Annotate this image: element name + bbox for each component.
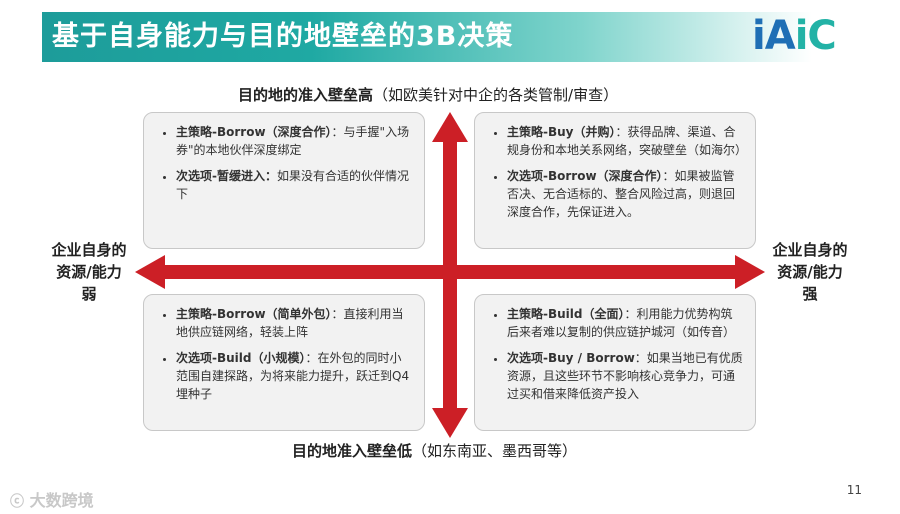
- strategy-text: ：如果被监管否决、无合适标的、整合风险过高，则退回深度合作，先保证进入。: [507, 169, 736, 219]
- strategy-item: 主策略-Borrow（简单外包）：直接利用当地供应链网络，轻装上阵: [176, 305, 412, 341]
- watermark-text: 大数跨境: [29, 491, 94, 510]
- bottom-axis-label: 目的地准入壁垒低（如东南亚、墨西哥等）: [292, 440, 577, 461]
- strategy-item: 次选项-Build（小规模）：在外包的同时小范围自建探路，为将来能力提升，跃迁到…: [176, 349, 412, 403]
- strategy-text: ：在外包的同时小范围自建探路，为将来能力提升，跃迁到Q4埋种子: [176, 351, 410, 401]
- watermark-icon: ⓒ: [10, 494, 24, 510]
- bottom-axis-bold: 目的地准入壁垒低: [292, 442, 413, 460]
- right-axis-line2: 资源/能力: [777, 263, 843, 281]
- title-bar: [42, 12, 812, 62]
- page-title: 基于自身能力与目的地壁垒的3B决策: [52, 21, 514, 52]
- strategy-item: 主策略-Build（全面）：利用能力优势构筑后来者难以复制的供应链护城河（如传音…: [507, 305, 743, 341]
- strategy-lead: 次选项-Borrow（深度合作）: [507, 169, 663, 183]
- left-axis-line2: 资源/能力: [56, 263, 122, 281]
- top-axis-note: （如欧美针对中企的各类管制/审查）: [373, 86, 619, 104]
- strategy-text: ：直接利用当地供应链网络，轻装上阵: [176, 307, 404, 339]
- right-axis-line1: 企业自身的: [772, 241, 848, 259]
- strategy-text: ：利用能力优势构筑后来者难以复制的供应链护城河（如传音）: [507, 307, 736, 339]
- right-axis-line3: 强: [802, 285, 818, 303]
- top-axis-bold: 目的地的准入壁垒高: [238, 86, 374, 104]
- strategy-text: 如果没有合适的伙伴情况下: [176, 169, 409, 201]
- left-axis-line3: 弱: [81, 285, 97, 303]
- strategy-item: 主策略-Borrow（深度合作）：与手握"入场券"的本地伙伴深度绑定: [176, 123, 412, 159]
- quadrant-bottom-right: 主策略-Build（全面）：利用能力优势构筑后来者难以复制的供应链护城河（如传音…: [474, 294, 756, 431]
- strategy-lead: 次选项-Build（小规模）: [176, 351, 306, 365]
- quadrant-top-left: 主策略-Borrow（深度合作）：与手握"入场券"的本地伙伴深度绑定 次选项-暂…: [143, 112, 425, 249]
- logo-text: iAiC: [752, 13, 837, 59]
- strategy-text: ：获得品牌、渠道、合规身份和本地关系网络，突破壁垒（如海尔）: [507, 125, 748, 157]
- left-axis-line1: 企业自身的: [51, 241, 127, 259]
- strategy-lead: 主策略-Buy（并购）: [507, 125, 616, 139]
- iaic-logo: iAiC: [752, 14, 862, 58]
- horizontal-axis-bar: [162, 265, 740, 279]
- page-number: 11: [846, 483, 862, 497]
- quadrant-top-right: 主策略-Buy（并购）：获得品牌、渠道、合规身份和本地关系网络，突破壁垒（如海尔…: [474, 112, 756, 249]
- strategy-lead: 次选项-暂缓进入：: [176, 169, 277, 183]
- left-axis-label: 企业自身的 资源/能力 弱: [44, 239, 134, 305]
- strategy-text: ：与手握"入场券"的本地伙伴深度绑定: [176, 125, 410, 157]
- left-arrowhead: [135, 255, 165, 289]
- strategy-item: 次选项-Borrow（深度合作）：如果被监管否决、无合适标的、整合风险过高，则退…: [507, 167, 743, 221]
- quadrant-bottom-left: 主策略-Borrow（简单外包）：直接利用当地供应链网络，轻装上阵 次选项-Bu…: [143, 294, 425, 431]
- right-axis-label: 企业自身的 资源/能力 强: [765, 239, 855, 305]
- strategy-lead: 主策略-Build（全面）: [507, 307, 625, 321]
- bottom-axis-note: （如东南亚、墨西哥等）: [412, 442, 578, 460]
- right-arrowhead: [735, 255, 765, 289]
- up-arrowhead: [432, 112, 468, 142]
- strategy-item: 次选项-Buy / Borrow：如果当地已有优质资源，且这些环节不影响核心竞争…: [507, 349, 743, 403]
- strategy-lead: 主策略-Borrow（简单外包）: [176, 307, 332, 321]
- down-arrowhead: [432, 408, 468, 438]
- strategy-text: ：如果当地已有优质资源，且这些环节不影响核心竞争力，可通过买和借来降低资产投入: [507, 351, 743, 401]
- top-axis-label: 目的地的准入壁垒高（如欧美针对中企的各类管制/审查）: [238, 84, 618, 105]
- watermark: ⓒ 大数跨境: [10, 487, 94, 511]
- strategy-lead: 主策略-Borrow（深度合作）: [176, 125, 332, 139]
- strategy-lead: 次选项-Buy / Borrow: [507, 351, 635, 365]
- strategy-item: 主策略-Buy（并购）：获得品牌、渠道、合规身份和本地关系网络，突破壁垒（如海尔…: [507, 123, 747, 159]
- strategy-item: 次选项-暂缓进入：如果没有合适的伙伴情况下: [176, 167, 412, 203]
